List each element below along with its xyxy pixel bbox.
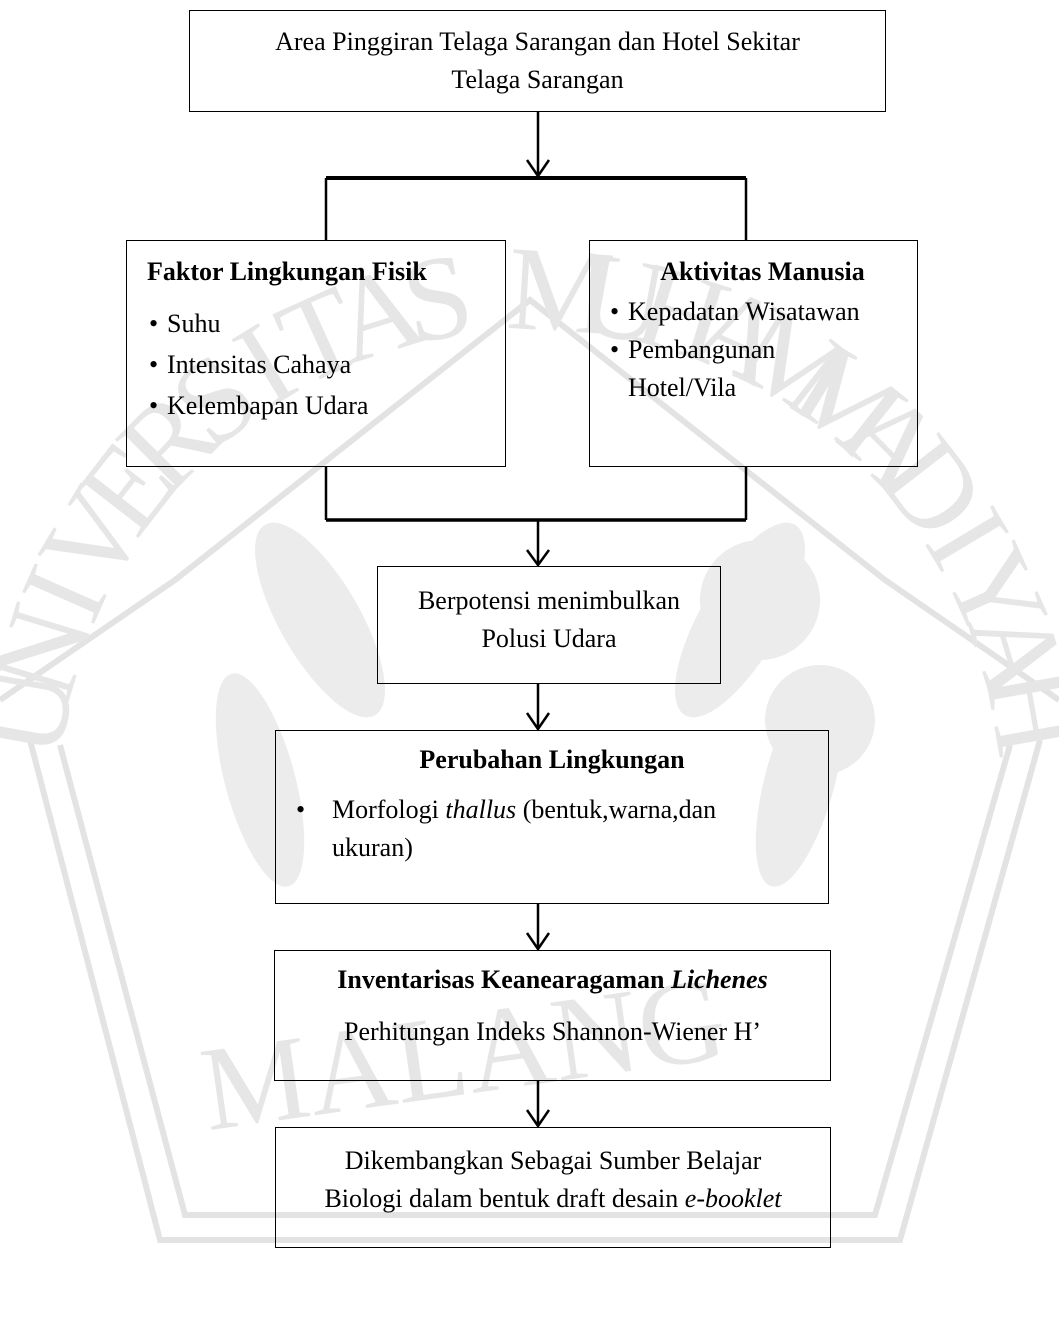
study-area-line2: Telaga Sarangan [451, 65, 624, 94]
morphology-italic: thallus [445, 795, 517, 824]
study-area-line1: Area Pinggiran Telaga Sarangan dan Hotel… [275, 27, 800, 56]
inventory-title-italic: Lichenes [670, 965, 768, 994]
inventory-subtitle: Perhitungan Indeks Shannon-Wiener H’ [343, 1017, 761, 1046]
box-human-activity: Aktivitas Manusia Kepadatan Wisatawan Pe… [589, 240, 918, 467]
box-learning-resource: Dikembangkan Sebagai Sumber Belajar Biol… [275, 1127, 831, 1248]
box-pollution: Berpotensi menimbulkan Polusi Udara [377, 566, 721, 684]
inventory-title: Inventarisas Keanearagaman Lichenes [275, 961, 830, 999]
pollution-line2: Polusi Udara [481, 624, 617, 653]
inventory-title-prefix: Inventarisas Keanearagaman [337, 965, 665, 994]
factor-temperature: Suhu [147, 303, 505, 344]
learning-resource-line1: Dikembangkan Sebagai Sumber Belajar [344, 1146, 762, 1175]
learning-resource-line2: Biologi dalam bentuk draft desain e-book… [276, 1180, 830, 1218]
seal-letter: M [504, 221, 619, 360]
factor-light-intensity: Intensitas Cahaya [147, 344, 505, 385]
box-environmental-change: Perubahan Lingkungan • Morfologi thallus… [275, 730, 829, 904]
physical-factors-title: Faktor Lingkungan Fisik [147, 257, 427, 286]
box-study-area: Area Pinggiran Telaga Sarangan dan Hotel… [189, 10, 886, 112]
box-physical-factors: Faktor Lingkungan Fisik Suhu Intensitas … [126, 240, 506, 467]
factor-humidity: Kelembapan Udara [147, 385, 505, 426]
pollution-line1: Berpotensi menimbulkan [417, 586, 681, 615]
human-activity-title: Aktivitas Manusia [660, 257, 865, 286]
morphology-rest: (bentuk,warna,dan [522, 795, 717, 824]
morphology-bullet: • Morfologi thallus (bentuk,warna,dan uk… [276, 791, 828, 867]
activity-construction-cont: Hotel/Vila [628, 373, 737, 402]
activity-construction: Pembangunan [608, 331, 917, 369]
box-inventory: Inventarisas Keanearagaman Lichenes Perh… [274, 950, 831, 1081]
activity-tourist-density: Kepadatan Wisatawan [608, 293, 917, 331]
environmental-change-title: Perubahan Lingkungan [419, 745, 685, 774]
morphology-text: Morfologi [332, 795, 439, 824]
morphology-line2: ukuran) [332, 833, 413, 862]
learning-resource-line2-italic: e-booklet [684, 1184, 782, 1213]
learning-resource-line2-prefix: Biologi dalam bentuk draft desain [324, 1184, 679, 1213]
